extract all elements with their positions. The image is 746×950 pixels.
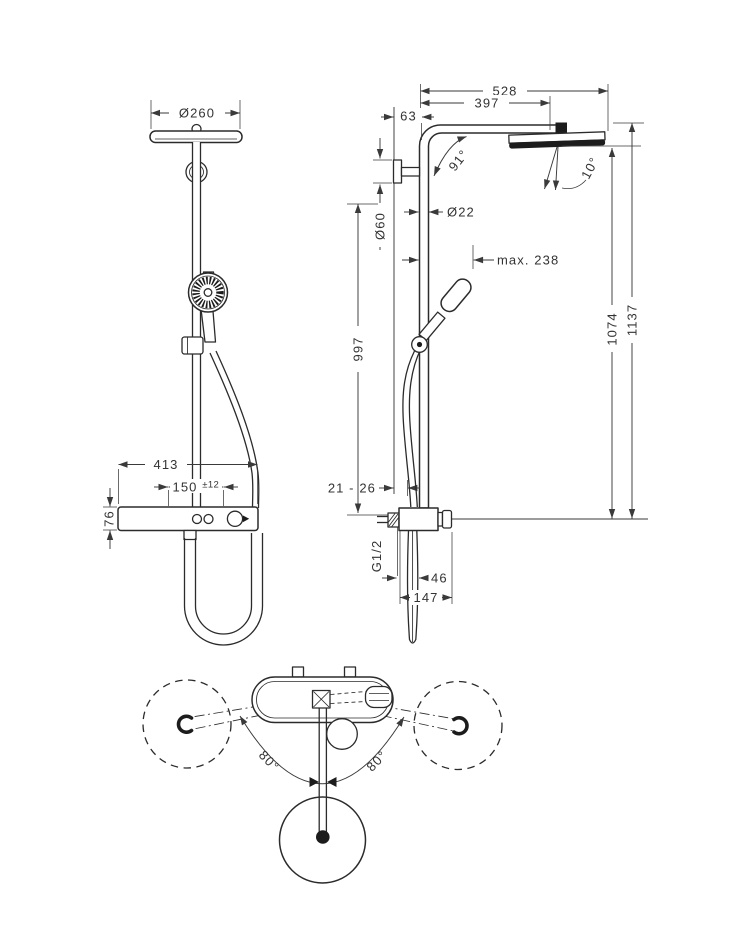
wall-flange-side: [392, 159, 421, 184]
dim-supply-spacing-group: 150 ±12: [154, 479, 238, 506]
knob-pointer: [242, 515, 250, 523]
dim-body-height-group: 76: [102, 488, 117, 549]
dim-head-diameter-group: Ø260: [150, 100, 241, 129]
dim-height-under-head: 1074: [605, 312, 620, 345]
dim-arm-angle-group: 91°: [433, 136, 471, 177]
dim-body-projection: 147: [414, 590, 439, 605]
hand-shower-handle-front: [200, 308, 217, 343]
hand-shower-front: [187, 271, 229, 343]
dim-hose-offset: 46: [431, 571, 448, 586]
dim-body-width-group: 413: [118, 457, 258, 504]
dim-projection-total: 528: [493, 84, 518, 99]
thermostat-knob-top: [326, 718, 358, 750]
dim-projection-total-group: 528: [420, 83, 609, 131]
dim-height-total: 1137: [625, 304, 640, 336]
dim-body-height: 76: [102, 510, 117, 527]
hand-shower-head-side: [440, 278, 472, 313]
side-view: 10° 91° 528 397 63: [328, 83, 648, 644]
thermostat-valve-side: [398, 507, 453, 532]
thermostat-knob: [226, 510, 244, 528]
dim-wall-adjustment-group: 21 - 26: [328, 480, 420, 496]
knob-side-cap: [441, 509, 453, 529]
overhead-shower-side: [508, 122, 606, 149]
bracket-arm-side: [400, 166, 421, 177]
mounting-tab-left: [291, 666, 305, 678]
svg-text:150 ±12: 150 ±12: [173, 480, 220, 495]
dim-supply-tolerance: ±12: [202, 480, 219, 491]
mounting-tab-right: [343, 666, 357, 678]
outlet-hose-side: [406, 530, 419, 644]
arm-connector-side: [555, 122, 567, 134]
dim-projection-head: 397: [475, 96, 500, 111]
slider-bracket-front: [181, 336, 204, 355]
dim-handshower-reach-group: max. 238: [402, 245, 559, 269]
hand-shower-position-left: [142, 679, 232, 769]
valve-body-top: [251, 666, 394, 724]
dim-handshower-reach: max. 238: [497, 253, 559, 268]
select-button-1: [191, 513, 203, 525]
top-view: 80° 80°: [142, 666, 503, 884]
dim-head-diameter: Ø260: [179, 106, 215, 121]
dim-head-tilt-group: 10°: [544, 146, 602, 191]
dim-pipe-diameter: Ø22: [447, 205, 475, 220]
dim-escutcheon-diameter-group: Ø60: [371, 138, 392, 250]
dim-hose-offset-group: 46: [382, 571, 448, 586]
dim-thread-size-group: G1/2: [369, 527, 398, 576]
overhead-shower-top: [278, 708, 367, 884]
spray-face-front: [192, 276, 224, 309]
dim-projection-head-group: 397: [420, 95, 551, 130]
dim-escutcheon-diameter: Ø60: [373, 212, 388, 240]
swivel-arc: 80° 80°: [239, 715, 405, 785]
pipe-clamp-right: [327, 777, 337, 787]
hand-shower-top: [330, 685, 393, 709]
dim-swivel-right: 80°: [363, 747, 390, 774]
hand-shower-side: [411, 278, 472, 353]
dim-arm-angle: 91°: [445, 147, 471, 174]
dim-body-projection-group: 147: [399, 531, 453, 605]
select-button-2: [203, 513, 214, 525]
holder-pivot-top: [311, 689, 331, 709]
overhead-shower-front: [149, 123, 243, 144]
dim-height-under-head-group: 1074: [562, 145, 641, 519]
dim-head-tilt: 10°: [578, 154, 602, 181]
hand-shower-position-right: [413, 680, 503, 771]
dim-wall-adjustment: 21 - 26: [328, 481, 376, 496]
dim-thread-size: G1/2: [369, 540, 384, 573]
dim-bracket-drop: 997: [351, 337, 366, 362]
hose-connector-front: [183, 529, 197, 541]
front-view: Ø260: [102, 100, 264, 646]
pipe-clamp-left: [309, 777, 319, 787]
riser-pipe-top: [318, 708, 328, 834]
shower-hose-side: [402, 348, 422, 508]
dim-supply-spacing: 150: [173, 480, 198, 495]
dim-pipe-diameter-group: Ø22: [404, 205, 475, 220]
thermostat-valve-front: [117, 506, 259, 541]
dim-wall-to-pipe-group: 63: [381, 108, 434, 140]
pipe-hub: [316, 830, 330, 844]
hose-loop-front: [183, 533, 264, 646]
dim-wall-to-pipe: 63: [400, 109, 417, 124]
dim-swivel-left: 80°: [256, 747, 283, 774]
dim-height-total-group: 1137: [451, 122, 648, 520]
knob-side-ring: [437, 511, 444, 527]
riser-rail-front: [191, 142, 202, 508]
dim-bracket-drop-group: 997: [347, 203, 396, 516]
dim-body-width: 413: [154, 457, 179, 472]
